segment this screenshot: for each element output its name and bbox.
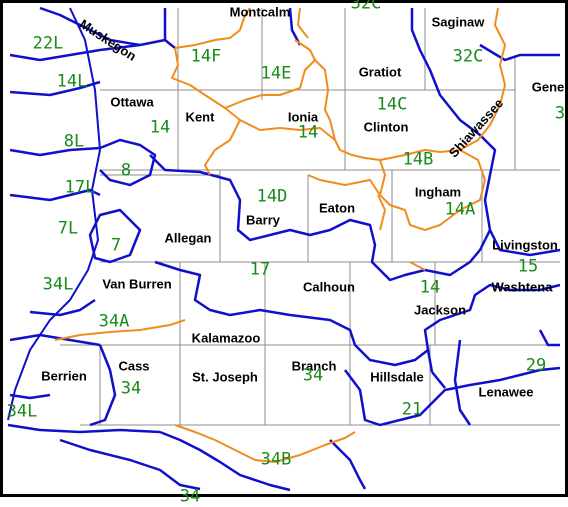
county-label-ottawa: Ottawa	[110, 94, 154, 110]
zone-label-14d: 14D	[256, 186, 288, 207]
county-label-kent: Kent	[185, 109, 215, 125]
county-label-clinton: Clinton	[363, 119, 409, 135]
zone-label-21: 21	[401, 399, 423, 420]
zone-label-34l-south: 34L	[6, 401, 38, 422]
county-label-lenawee: Lenawee	[478, 384, 534, 400]
zone-label-15: 15	[517, 256, 539, 277]
county-label-ionia: Ionia	[287, 109, 319, 125]
zone-label-8l: 8L	[63, 131, 85, 152]
county-label-van-buren: Van Burren	[102, 276, 172, 292]
county-label-genesee: Gene	[531, 79, 565, 95]
county-label-branch: Branch	[291, 358, 337, 374]
zone-label-14-jackson: 14	[419, 277, 441, 298]
zone-label-34-bottom: 34	[179, 486, 201, 507]
zone-label-14b: 14B	[402, 149, 434, 170]
county-label-eaton: Eaton	[318, 200, 356, 216]
zone-label-17: 17	[249, 259, 271, 280]
county-label-gratiot: Gratiot	[358, 64, 402, 80]
zone-label-14c: 14C	[376, 94, 408, 115]
zone-label-14e: 14E	[260, 63, 292, 84]
county-label-kalamazoo: Kalamazoo	[191, 330, 261, 346]
county-label-livingston: Livingston	[492, 237, 558, 253]
zone-label-29: 29	[525, 355, 547, 376]
zone-label-32c: 32C	[452, 46, 484, 67]
county-label-washtenaw: Washtena	[491, 279, 553, 295]
zone-boundaries-orange	[54, 7, 506, 463]
zone-label-14-ionia: 14	[297, 122, 319, 143]
county-label-ingham: Ingham	[414, 184, 462, 200]
zone-label-7: 7	[110, 235, 122, 256]
county-label-calhoun: Calhoun	[303, 279, 355, 295]
county-label-saginaw: Saginaw	[431, 14, 485, 30]
county-label-hillsdale: Hillsdale	[370, 369, 424, 385]
county-label-cass: Cass	[118, 358, 150, 374]
county-label-jackson: Jackson	[413, 302, 467, 318]
zone-label-14l: 14L	[56, 71, 88, 92]
zone-label-34-branch: 34	[302, 365, 324, 386]
zone-label-14a: 14A	[444, 199, 476, 220]
county-label-berrien: Berrien	[41, 368, 87, 384]
zone-label-8: 8	[120, 160, 132, 181]
shoreline	[7, 7, 102, 421]
county-boundaries	[60, 8, 560, 426]
county-label-montcalm: Montcalm	[229, 4, 291, 20]
zone-label-34-cass: 34	[120, 378, 142, 399]
county-label-barry: Barry	[246, 212, 280, 228]
zone-label-3-edge: 3	[554, 103, 566, 124]
zone-boundaries-blue	[7, 6, 561, 492]
zone-label-14f: 14F	[190, 46, 222, 67]
zone-label-17l: 17L	[64, 177, 96, 198]
zone-label-14-ottawa: 14	[149, 117, 171, 138]
county-label-allegan: Allegan	[164, 230, 212, 246]
county-label-st-joseph: St. Joseph	[192, 369, 258, 385]
zone-label-22l: 22L	[32, 33, 64, 54]
zone-label-34l: 34L	[42, 274, 74, 295]
zone-label-7l: 7L	[57, 218, 79, 239]
zone-label-32c-top: 32C	[350, 0, 382, 14]
zone-label-34b: 34B	[260, 449, 292, 470]
zone-label-34a: 34A	[98, 311, 130, 332]
